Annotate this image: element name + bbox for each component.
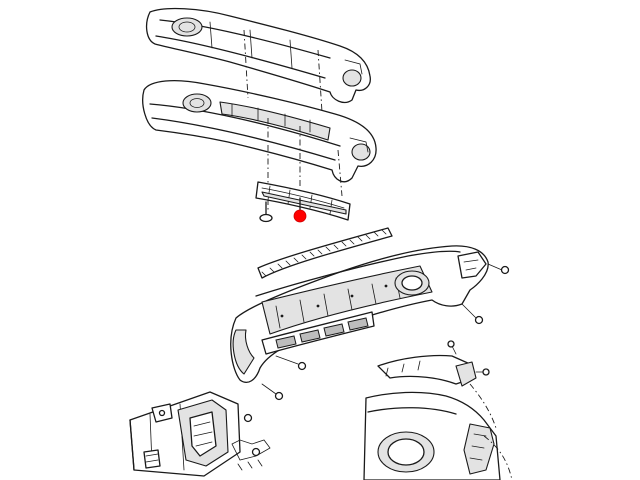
bumper-fasteners (261, 263, 510, 401)
upper-bumper-fascia (145, 7, 371, 104)
upper-trim-strip (257, 227, 393, 279)
mounting-bracket-right (457, 251, 487, 279)
highlighted-part-marker (293, 197, 307, 223)
center-reinforcement-bracket (255, 181, 351, 221)
right-bracket-detail (377, 354, 497, 429)
lower-bumper-fascia (142, 80, 377, 183)
lower-right-fascia (363, 391, 513, 480)
fog-lamp-opening (394, 270, 430, 296)
mounting-bracket-left (129, 391, 271, 477)
push-pin-fastener (259, 201, 273, 223)
